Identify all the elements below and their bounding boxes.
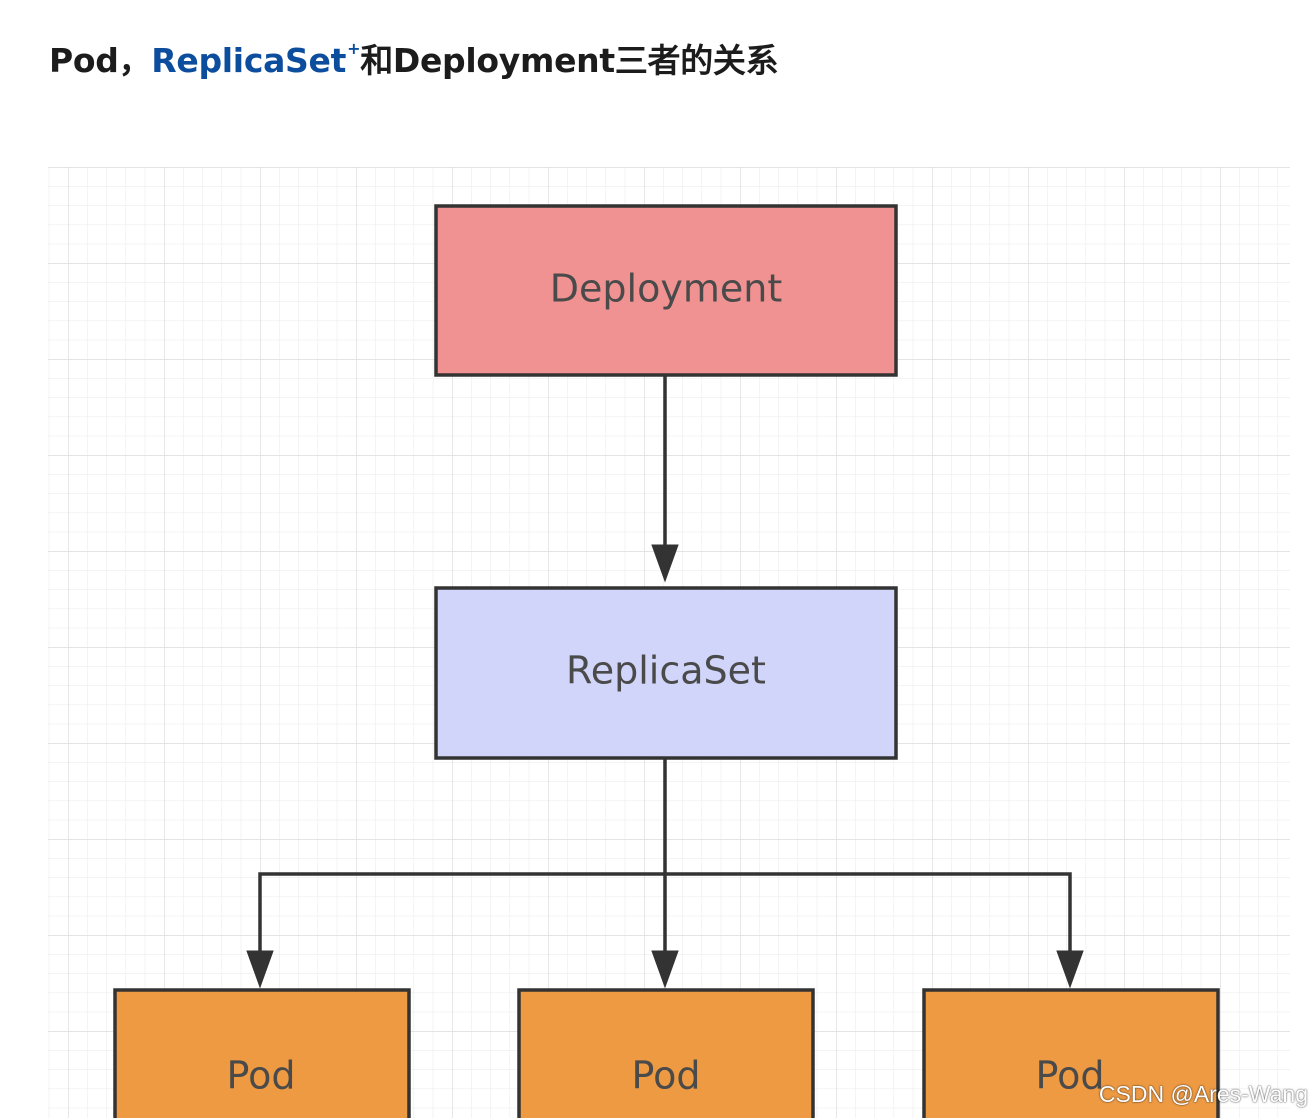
arrow-to-pod-3 xyxy=(1056,950,1084,989)
arrow-to-pod-1 xyxy=(246,950,274,989)
pod-node: Pod xyxy=(113,988,411,1118)
deployment-label: Deployment xyxy=(550,267,782,311)
relationship-diagram: Deployment ReplicaSet Pod Pod Pod xyxy=(48,167,1290,1118)
edge-replicaset-pod-3 xyxy=(665,872,1072,955)
replicaset-label: ReplicaSet xyxy=(566,649,766,693)
pod-label: Pod xyxy=(1036,1054,1105,1098)
edge-replicaset-pod-1 xyxy=(258,872,665,955)
title-suffix: 和Deployment三者的关系 xyxy=(360,41,779,80)
deployment-node: Deployment xyxy=(434,204,898,377)
pod-node: Pod xyxy=(922,988,1220,1118)
title-prefix: Pod， xyxy=(49,41,152,80)
connectors xyxy=(258,375,1072,955)
arrow-to-pod-2 xyxy=(651,950,679,989)
pod-node: Pod xyxy=(517,988,815,1118)
replicaset-link[interactable]: ReplicaSet xyxy=(151,41,347,80)
pod-label: Pod xyxy=(227,1054,296,1098)
arrowheads xyxy=(246,544,1084,989)
pod-label: Pod xyxy=(632,1054,701,1098)
page-title: Pod，ReplicaSet+和Deployment三者的关系 xyxy=(49,38,779,84)
arrow-to-replicaset xyxy=(651,544,679,583)
watermark: CSDN @Ares-Wang xyxy=(1098,1081,1308,1107)
replicaset-node: ReplicaSet xyxy=(434,586,898,760)
link-plus-icon: + xyxy=(347,39,361,58)
